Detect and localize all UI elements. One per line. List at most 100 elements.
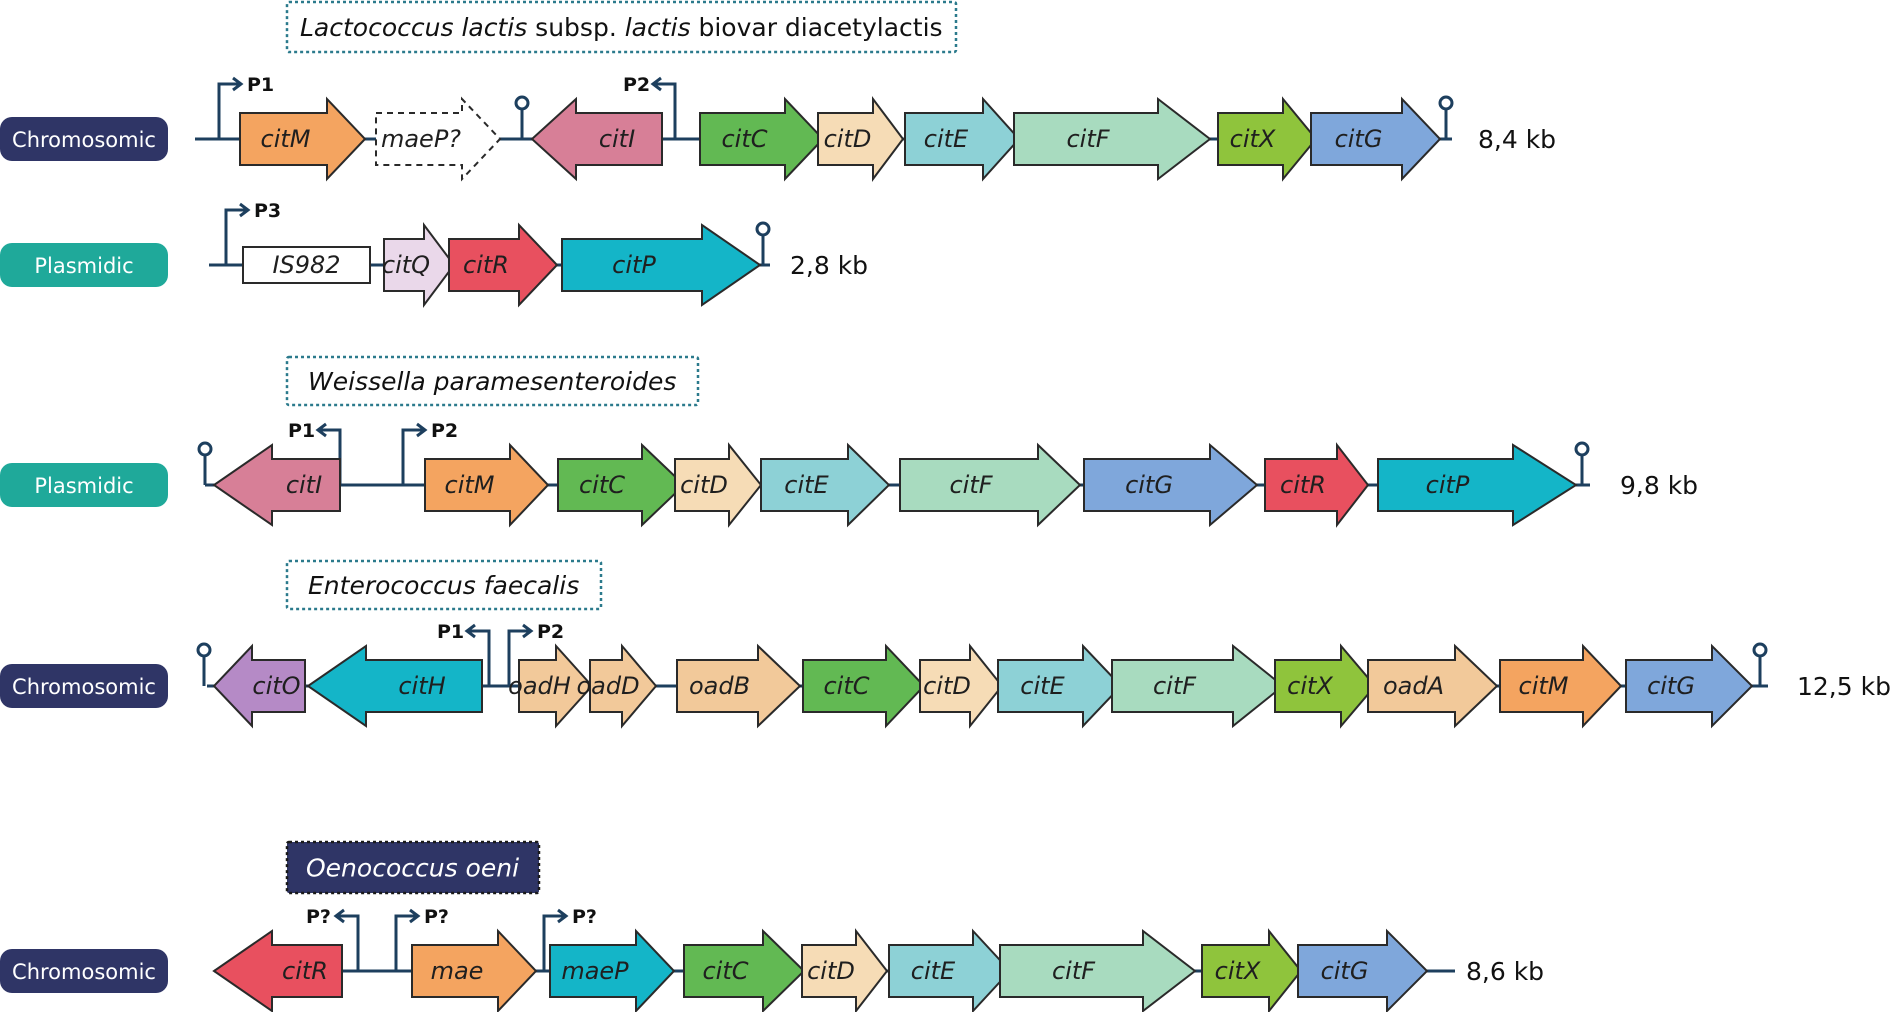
gene-label: citQ bbox=[382, 251, 430, 279]
cluster-size: 8,6 kb bbox=[1466, 957, 1544, 986]
gene-label: citD bbox=[923, 672, 971, 700]
gene-label: citX bbox=[1287, 672, 1333, 700]
promoter-label: P2 bbox=[623, 74, 650, 96]
gene-label: citG bbox=[1321, 957, 1369, 985]
promoter-arrow: P2 bbox=[507, 621, 564, 686]
gene-maeP: maeP bbox=[549, 928, 676, 1012]
cluster-size: 12,5 kb bbox=[1797, 672, 1891, 701]
gene-label: citM bbox=[1519, 672, 1569, 700]
gene-citO: citO bbox=[212, 643, 306, 729]
gene-label: citC bbox=[702, 957, 748, 985]
gene-label: citI bbox=[286, 471, 322, 499]
gene-citM: citM bbox=[239, 96, 367, 182]
gene-citG: citG bbox=[1083, 442, 1259, 528]
gene-citP: citP bbox=[561, 223, 762, 307]
gene-label: citM bbox=[445, 471, 495, 499]
promoter-label: P2 bbox=[537, 621, 564, 643]
gene-mae: mae bbox=[411, 928, 538, 1012]
gene-label: citF bbox=[1052, 957, 1096, 985]
gene-label: citE bbox=[924, 125, 969, 153]
gene-label: maeP bbox=[561, 957, 629, 985]
gene-label: citX bbox=[1230, 125, 1276, 153]
gene-citI: citI bbox=[212, 443, 341, 527]
terminator-icon bbox=[196, 642, 212, 686]
gene-citC: citC bbox=[557, 442, 686, 528]
promoter-label: P3 bbox=[254, 200, 281, 222]
terminator-icon bbox=[1574, 441, 1590, 485]
organism-title: Oenococcus oeni bbox=[285, 840, 541, 895]
gene-oadD: oadD bbox=[576, 643, 658, 729]
promoter-arrow: P1 bbox=[437, 621, 491, 686]
organism-name: Oenococcus oeni bbox=[306, 854, 519, 883]
organism-title: Enterococcus faecalis bbox=[285, 559, 603, 611]
gene-label: citG bbox=[1125, 471, 1173, 499]
gene-citE: citE bbox=[904, 96, 1021, 182]
promoter-label: P2 bbox=[431, 420, 458, 442]
cluster-size: 2,8 kb bbox=[790, 251, 868, 280]
gene-citF: citF bbox=[899, 442, 1082, 528]
cluster-size: 8,4 kb bbox=[1478, 125, 1556, 154]
promoter-label: P? bbox=[306, 906, 331, 928]
cluster-size: 9,8 kb bbox=[1620, 471, 1698, 500]
gene-label: citP bbox=[612, 251, 656, 279]
gene-citX: citX bbox=[1201, 928, 1303, 1012]
gene-citD: citD bbox=[801, 928, 889, 1012]
gene-citG: citG bbox=[1310, 96, 1442, 182]
organism-block: Lactococcus lactis subsp. lactis biovar … bbox=[0, 0, 1556, 308]
gene-label: citC bbox=[579, 471, 625, 499]
promoter-arrow: P3 bbox=[224, 200, 281, 265]
gene-label: oadB bbox=[689, 672, 750, 700]
terminator-icon bbox=[1438, 95, 1454, 139]
promoter-label: P? bbox=[424, 906, 449, 928]
replicon-tag: Plasmidic bbox=[0, 463, 168, 507]
replicon-tag: Chromosomic bbox=[0, 949, 168, 993]
gene-maeP: maeP? bbox=[375, 96, 502, 182]
gene-label: citR bbox=[1280, 471, 1326, 499]
gene-citF: citF bbox=[999, 928, 1197, 1012]
gene-label: citE bbox=[784, 471, 829, 499]
gene-label: citF bbox=[949, 471, 993, 499]
gene-track: Chromosomic P? P? P? citR mae maeP citC citD citE… bbox=[0, 906, 1544, 1012]
gene-citC: citC bbox=[802, 643, 926, 729]
gene-oadA: oadA bbox=[1367, 643, 1499, 729]
gene-label: citD bbox=[807, 957, 855, 985]
replicon-tag-label: Chromosomic bbox=[12, 960, 156, 984]
gene-label: maeP? bbox=[381, 125, 461, 153]
gene-label: mae bbox=[431, 957, 484, 985]
gene-citE: citE bbox=[997, 643, 1123, 729]
gene-oadB: oadB bbox=[676, 643, 802, 729]
gene-label: oadA bbox=[1383, 672, 1444, 700]
promoter-label: P1 bbox=[247, 74, 274, 96]
gene-citF: citF bbox=[1111, 643, 1285, 729]
gene-IS982: IS982 bbox=[242, 246, 371, 284]
gene-label: citR bbox=[282, 957, 328, 985]
organism-name: Weissella paramesenteroides bbox=[308, 367, 676, 396]
terminator-icon bbox=[1752, 642, 1768, 686]
organism-title: Weissella paramesenteroides bbox=[285, 355, 700, 407]
gene-label: citE bbox=[1020, 672, 1065, 700]
promoter-label: P1 bbox=[288, 420, 315, 442]
gene-label: citG bbox=[1647, 672, 1695, 700]
gene-citQ: citQ bbox=[382, 222, 456, 308]
promoter-label: P1 bbox=[437, 621, 464, 643]
gene-label: citP bbox=[1426, 471, 1470, 499]
organism-name: Enterococcus faecalis bbox=[308, 571, 579, 600]
gene-citF: citF bbox=[1013, 96, 1212, 182]
terminator-icon bbox=[514, 95, 530, 139]
organism-title: Lactococcus lactis subsp. lactis biovar … bbox=[285, 0, 958, 54]
gene-citR: citR bbox=[212, 929, 343, 1012]
gene-label: citE bbox=[911, 957, 956, 985]
gene-label: citX bbox=[1215, 957, 1261, 985]
promoter-label: P? bbox=[572, 906, 597, 928]
gene-label: citF bbox=[1153, 672, 1197, 700]
gene-label: citR bbox=[463, 251, 509, 279]
gene-citG: citG bbox=[1297, 928, 1429, 1012]
replicon-tag-label: Chromosomic bbox=[12, 675, 156, 699]
gene-label: citO bbox=[252, 672, 300, 700]
